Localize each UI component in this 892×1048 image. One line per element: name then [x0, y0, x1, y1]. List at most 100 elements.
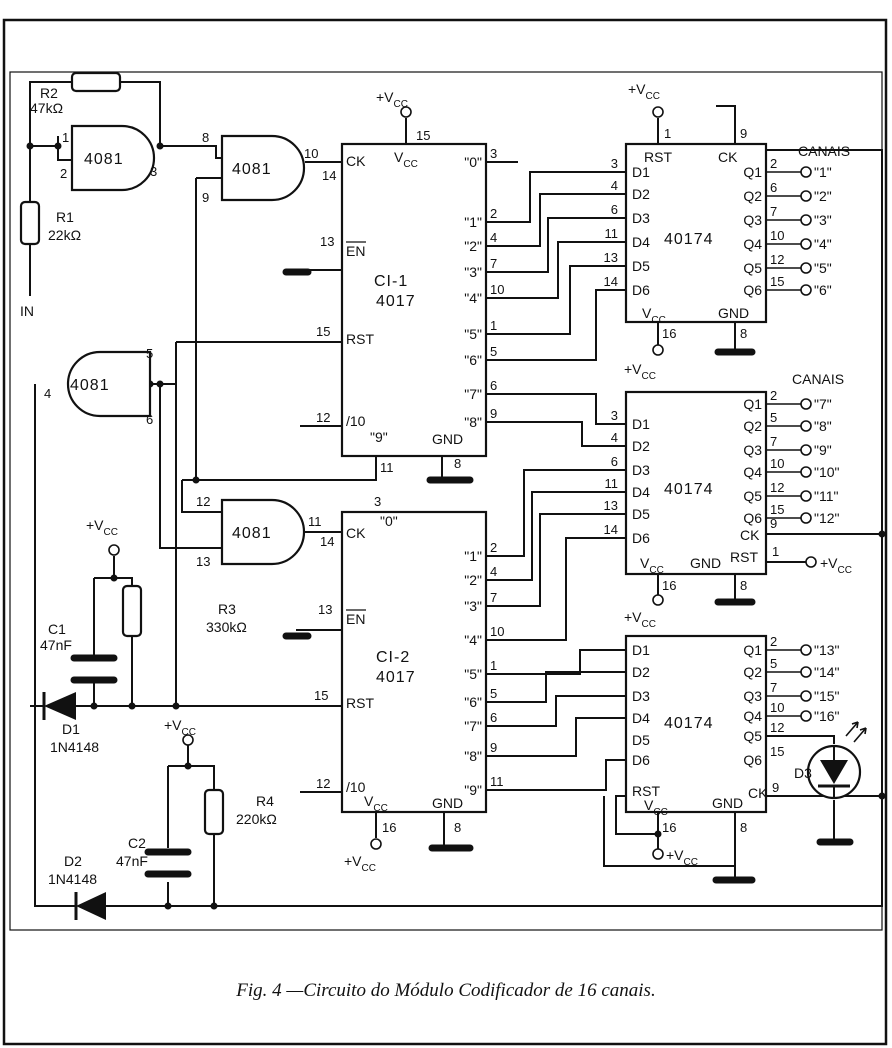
ff3-vcc-supply: +VCC	[666, 847, 698, 868]
ff1-pins-d-label: D4	[632, 234, 650, 250]
ff3-pins-d-label: D1	[632, 642, 650, 658]
ci1-vcc-label: VCC	[394, 149, 418, 170]
and-gate-3	[66, 350, 152, 418]
ci1-output-label: "2"	[464, 238, 482, 254]
ci1-vcc-pin: 15	[416, 128, 430, 143]
ci1-output-label: "1"	[464, 214, 482, 230]
ci2-ck: CK	[346, 525, 366, 541]
channel-label: "11"	[814, 488, 839, 504]
ci2-vcc: VCC	[364, 793, 388, 814]
ff1-pins-d-label: D5	[632, 258, 650, 274]
ff3-chip	[624, 634, 768, 814]
d1-part: 1N4148	[50, 739, 99, 755]
channel-terminal	[800, 166, 812, 178]
channel-terminal	[800, 490, 812, 502]
ci1-part: 4017	[376, 293, 416, 310]
diode-d1	[42, 692, 76, 720]
channel-terminal	[800, 710, 812, 722]
ci1-rst: RST	[346, 331, 374, 347]
ff2-rst: RST	[730, 549, 758, 565]
ff2-part: 40174	[664, 481, 714, 498]
ff3-pins-q-pin: 15	[770, 744, 784, 759]
ci2-gnd: GND	[432, 795, 463, 811]
g2-pin-a: 8	[202, 130, 209, 145]
ff1-chip	[624, 142, 768, 324]
r3-name: R3	[218, 601, 236, 617]
junctions	[26, 142, 886, 910]
ci2-output-pin: 5	[490, 686, 497, 701]
ci2-output-pin: 7	[490, 590, 497, 605]
ff1-pins-q-pin: 2	[770, 156, 777, 171]
ff3-pins-q-pin: 7	[770, 680, 777, 695]
ff3-part: 40174	[664, 715, 714, 732]
ff2-pins-d-pin: 3	[611, 408, 618, 423]
ff2-vcc-bottom: +VCC	[624, 609, 656, 630]
g4-pin-a: 12	[196, 494, 210, 509]
ci2-gnd-pin: 8	[454, 820, 461, 835]
ff1-part: 40174	[664, 231, 714, 248]
ff1-vcc-bottom: +VCC	[624, 361, 656, 382]
channel-label: "15"	[814, 688, 840, 704]
diode-d2	[74, 892, 106, 920]
ff1-pins-q-pin: 10	[770, 228, 784, 243]
ff1-pins-d-pin: 6	[611, 202, 618, 217]
input-label: IN	[20, 303, 34, 319]
ff2-pins-q-label: Q5	[743, 488, 762, 504]
channel-label: "16"	[814, 708, 840, 724]
ci2-div: /10	[346, 779, 366, 795]
ff1-gnd: GND	[718, 305, 749, 321]
ci1-output-pin: 1	[490, 318, 497, 333]
ff1-ck-pin: 9	[740, 126, 747, 141]
g4-pin-out: 11	[308, 514, 322, 529]
ci2-output-label: "2"	[464, 572, 482, 588]
d3-name: D3	[794, 765, 812, 781]
channel-label: "12"	[814, 510, 840, 526]
ff2-pins-d-pin: 11	[605, 476, 619, 491]
gate2-part: 4081	[232, 161, 272, 178]
ci1-output-label: "3"	[464, 264, 482, 280]
ci2-output-pin: 6	[490, 710, 497, 725]
ff1-pins-q-label: Q6	[743, 282, 762, 298]
r2-name: R2	[40, 85, 58, 101]
capacitor-c2	[144, 848, 192, 878]
ff1-pins-d-label: D1	[632, 164, 650, 180]
d1-name: D1	[62, 721, 80, 737]
ci1-rst-pin: 15	[316, 324, 330, 339]
ff2-pins-d-pin: 6	[611, 454, 618, 469]
ff3-rst: RST	[632, 783, 660, 799]
ci1-outputs: "0"3"1"2"2"4"3"7"4"10"5"1"6"5"7"6"8"9	[464, 146, 504, 430]
ff1-pins-d-pin: 4	[611, 178, 618, 193]
channel-terminal	[800, 238, 812, 250]
channel-label: "8"	[814, 418, 832, 434]
ff2-pins-q-pin: 15	[770, 502, 784, 517]
resistor-r2	[70, 71, 122, 93]
ff1-pins-q-pin: 12	[770, 252, 784, 267]
resistor-r4	[203, 788, 225, 836]
ff2-pins-q-label: Q2	[743, 418, 762, 434]
channel-terminal	[800, 190, 812, 202]
ci1-nine: "9"	[370, 429, 388, 445]
ff2-chip	[624, 390, 768, 576]
g3-pin-out: 4	[44, 386, 51, 401]
c1-name: C1	[48, 621, 66, 637]
ff1-pins: D13D24D36D411D513D614Q12"1"Q26"2"Q37"3"Q…	[604, 156, 832, 298]
gate3-part: 4081	[70, 377, 110, 394]
ci2-ck-pin: 14	[320, 534, 334, 549]
ci1-gnd: GND	[432, 431, 463, 447]
g2-pin-b: 9	[202, 190, 209, 205]
r2-value: 47kΩ	[30, 100, 63, 116]
channel-label: "14"	[814, 664, 840, 680]
ff1-pins-q-label: Q2	[743, 188, 762, 204]
ci2-output-pin: 4	[490, 564, 497, 579]
g1-pin-b: 2	[60, 166, 67, 181]
ci2-en-pin: 13	[318, 602, 332, 617]
channel-terminal	[800, 644, 812, 656]
channel-label: "1"	[814, 164, 832, 180]
ci1-nine-pin: 11	[380, 460, 394, 475]
channel-label: "4"	[814, 236, 832, 252]
channel-terminal	[800, 398, 812, 410]
ff3-gnd-pin: 8	[740, 820, 747, 835]
channel-terminal	[800, 666, 812, 678]
ff3-vcc: VCC	[644, 797, 668, 818]
ff2-pins-d-label: D3	[632, 462, 650, 478]
